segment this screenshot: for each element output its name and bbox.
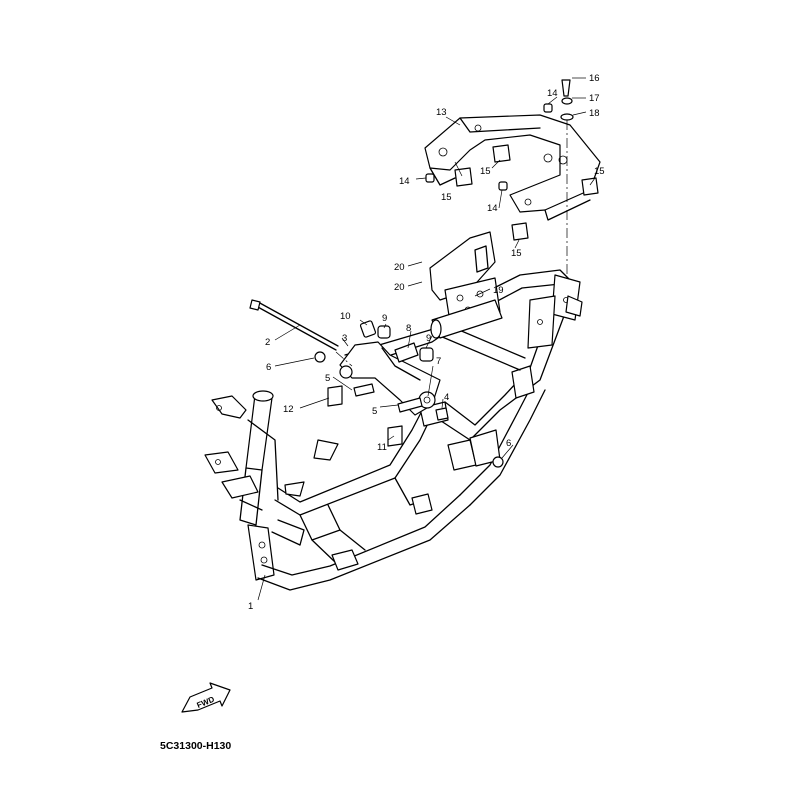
callout-17: 17 [589,93,600,104]
callouts: 1 2 3 4 5 5 6 6 7 8 9 9 10 11 12 13 14 1… [248,73,605,612]
callout-15c: 15 [511,248,522,259]
callout-5b: 5 [372,406,377,417]
callout-13: 13 [436,107,447,118]
callout-19: 19 [493,285,504,296]
callout-10: 10 [340,311,351,322]
engine-bracket [429,231,503,339]
callout-14a: 14 [399,176,410,187]
callout-20a: 20 [394,262,405,273]
callout-9b: 9 [426,333,431,344]
callout-1: 1 [248,601,253,612]
callout-6b: 6 [506,438,511,449]
assembly-line-2 [335,351,353,367]
callout-12: 12 [283,404,294,415]
callout-15b: 15 [480,166,491,177]
callout-15d: 15 [594,166,605,177]
callout-5a: 5 [325,373,330,384]
callout-3: 3 [342,333,347,344]
callout-4: 4 [444,392,449,403]
callout-7: 7 [436,356,441,367]
callout-2: 2 [265,337,270,348]
callout-6a: 6 [266,362,271,373]
carrier-frame [424,79,601,241]
callout-18: 18 [589,108,600,119]
fwd-arrow-icon: FWD [181,682,231,713]
engine-link [249,299,504,468]
main-frame [204,269,583,591]
callout-20b: 20 [394,282,405,293]
callout-14b: 14 [487,203,498,214]
callout-8: 8 [406,323,411,334]
callout-11: 11 [377,442,387,453]
leader-lines [257,77,596,601]
callout-15a: 15 [441,192,452,203]
callout-14c: 14 [547,88,558,99]
callout-9a: 9 [382,313,387,324]
part-code: 5C31300-H130 [160,740,231,752]
callout-16: 16 [589,73,600,84]
